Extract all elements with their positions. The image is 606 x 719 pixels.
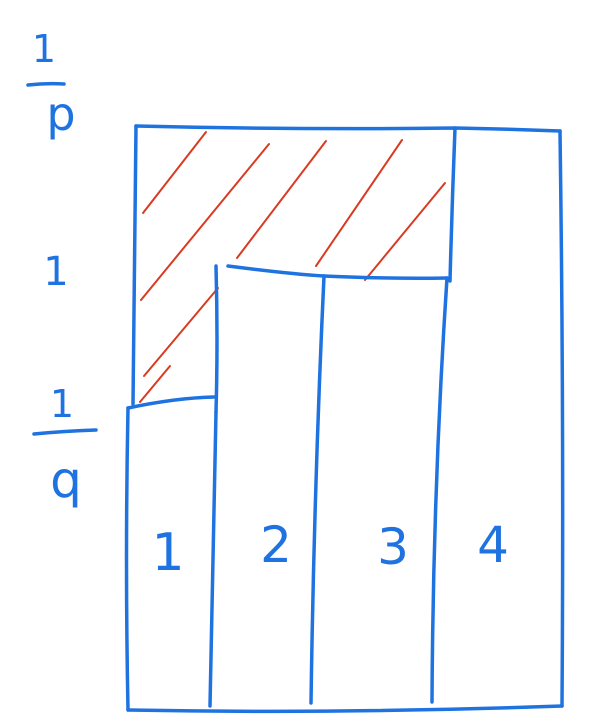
label-one-over-q: 1 q	[32, 382, 98, 509]
label-one: 1	[43, 249, 68, 295]
hatch-line	[143, 287, 219, 377]
column-1-right-edge	[208, 410, 218, 708]
staircase-outline	[124, 124, 565, 714]
hatch-line	[364, 182, 446, 281]
hatch-line	[142, 131, 207, 214]
label-one-over-p: 1 p	[26, 27, 76, 141]
label-one-over-p-denominator: p	[46, 87, 75, 141]
column-label-1: 1	[151, 523, 184, 583]
column-1-left-edge	[124, 406, 130, 712]
outer-top-edge	[134, 124, 562, 133]
outer-bottom-edge	[126, 704, 564, 714]
outer-right-edge	[558, 129, 565, 708]
left-axis-labels: 1 p 1 1 q	[26, 27, 98, 509]
column-2-top-edge	[226, 264, 326, 278]
hatch-line	[139, 365, 171, 403]
label-one-over-q-denominator: q	[50, 451, 82, 509]
column-label-4: 4	[477, 516, 509, 574]
column-2-left-edge	[214, 264, 219, 414]
label-one-over-p-numerator: 1	[32, 27, 56, 71]
label-one-over-q-numerator: 1	[50, 382, 74, 426]
outer-left-edge-upper	[131, 124, 138, 406]
column-3-top-edge	[322, 274, 449, 280]
column-label-2: 2	[260, 516, 292, 574]
column-label-3: 3	[377, 518, 409, 576]
hatch-line	[140, 143, 270, 301]
column-1-top-edge	[126, 395, 216, 410]
hatched-region	[139, 131, 446, 403]
column-labels: 1 2 3 4	[151, 516, 508, 583]
hatch-line	[315, 139, 403, 267]
label-one-over-p-bar	[26, 81, 66, 87]
column-2-right-edge	[309, 274, 326, 705]
hatch-line	[236, 140, 327, 259]
label-one-over-q-bar	[32, 428, 98, 436]
inner-divider-top	[448, 126, 457, 283]
column-3-right-edge	[430, 276, 449, 704]
